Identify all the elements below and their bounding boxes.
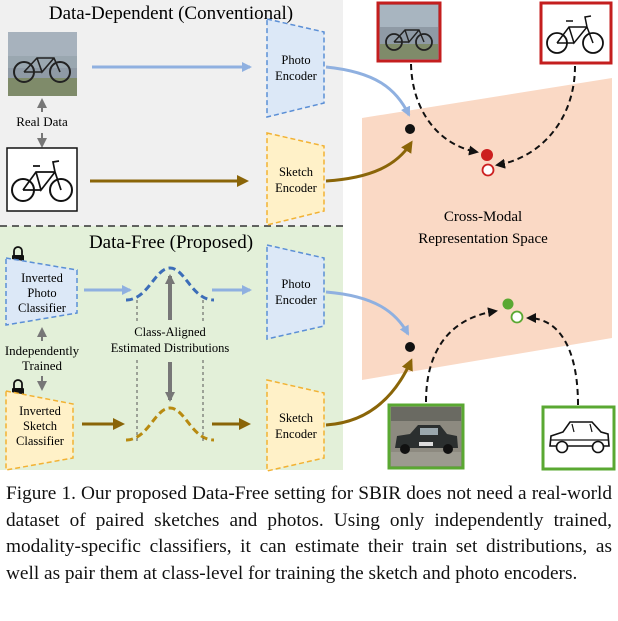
svg-text:Photo: Photo [27, 286, 56, 300]
retrieval-arrow-red-left [410, 63, 479, 156]
independently-trained-line2: Trained [22, 358, 62, 373]
class-aligned-line2: Estimated Distributions [111, 341, 230, 355]
figure-caption: Figure 1. Our proposed Data-Free setting… [6, 483, 612, 584]
svg-text:Inverted: Inverted [19, 404, 61, 418]
bicycle-photo [8, 32, 77, 96]
svg-text:Classifier: Classifier [16, 434, 65, 448]
class-aligned-line1: Class-Aligned [134, 325, 206, 339]
proposed-title: Data-Free (Proposed) [89, 232, 253, 253]
representation-space [362, 78, 612, 380]
svg-text:Inverted: Inverted [21, 271, 63, 285]
sketch-distribution-curve [125, 406, 215, 442]
red-embedding-photo [481, 149, 493, 161]
sketch-encoder-top [266, 132, 325, 226]
photo-distribution-curve [125, 266, 215, 302]
embedding-point-bottom [405, 342, 415, 352]
bicycle-sketch-query [539, 1, 613, 65]
svg-text:Encoder: Encoder [275, 293, 317, 307]
svg-text:Encoder: Encoder [275, 181, 317, 195]
bicycle-photo-query [376, 1, 442, 63]
svg-text:Classifier: Classifier [18, 301, 67, 315]
inverted-sketch-classifier [5, 390, 74, 471]
real-data-label: Real Data [16, 114, 68, 129]
independently-trained-line1: Independently [5, 343, 80, 358]
sketch-embed-arrow-bottom [325, 358, 413, 427]
embedding-point-top [405, 124, 415, 134]
svg-text:Sketch: Sketch [279, 411, 314, 425]
photo-embed-arrow-bottom [325, 290, 410, 336]
green-embedding-photo [502, 298, 514, 310]
svg-text:Encoder: Encoder [275, 69, 317, 83]
svg-text:Sketch: Sketch [23, 419, 58, 433]
photo-encoder-top [266, 18, 325, 118]
space-label-line2: Representation Space [418, 231, 548, 247]
retrieval-arrow-green-right [526, 313, 579, 406]
retrieval-arrow-red-right [495, 65, 576, 169]
retrieval-arrow-green-left [425, 307, 498, 403]
green-embedding-sketch [510, 310, 524, 324]
bicycle-sketch [6, 147, 78, 212]
red-embedding-sketch [481, 163, 495, 177]
sketch-encoder-bottom [266, 379, 325, 472]
car-photo-query [387, 403, 465, 470]
car-sketch-query [541, 405, 616, 471]
svg-text:Sketch: Sketch [279, 165, 314, 179]
space-label-line1: Cross-Modal [444, 209, 522, 225]
svg-text:Encoder: Encoder [275, 427, 317, 441]
conventional-title: Data-Dependent (Conventional) [49, 3, 293, 24]
photo-encoder-bottom [266, 244, 325, 340]
inverted-photo-classifier [5, 257, 78, 326]
sketch-embed-arrow-top [325, 140, 413, 183]
photo-embed-arrow-top [325, 65, 411, 117]
svg-text:Photo: Photo [281, 53, 310, 67]
sbir-diagram: Cross-Modal Representation Space Data-De… [0, 0, 616, 472]
svg-text:Photo: Photo [281, 277, 310, 291]
